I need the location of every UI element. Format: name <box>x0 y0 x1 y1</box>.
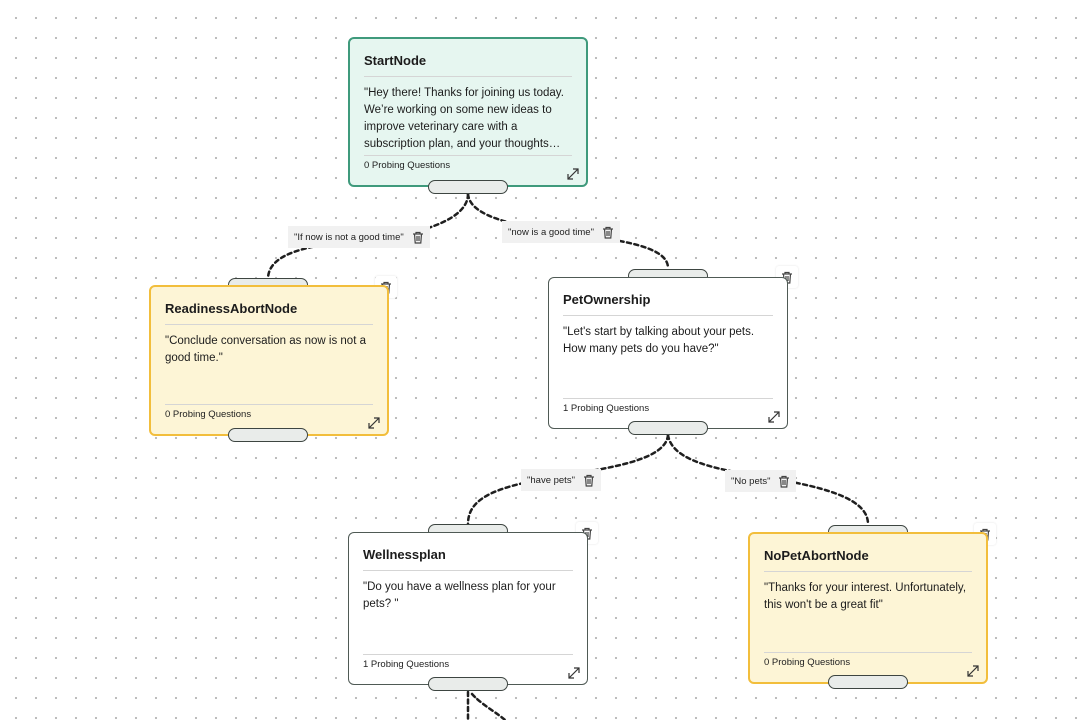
node-title: NoPetAbortNode <box>764 548 972 572</box>
expand-arrows-icon[interactable] <box>567 666 581 680</box>
node-prompt-text: "Let's start by talking about your pets.… <box>563 326 755 355</box>
edge-wellness-down-right-line <box>470 692 507 720</box>
no-pet-abort-output-handle[interactable] <box>828 675 908 689</box>
edge-label-no-pets[interactable]: "No pets" <box>725 470 797 492</box>
trash-icon <box>779 475 790 488</box>
wellness-plan-output-handle[interactable] <box>428 677 508 691</box>
pet-ownership-output-handle[interactable] <box>628 421 708 435</box>
expand-arrows-icon[interactable] <box>566 167 580 181</box>
edge-label-text: "now is a good time" <box>508 226 594 238</box>
delete-edge-button[interactable] <box>600 223 616 241</box>
node-prompt-text: "Hey there! Thanks for joining us today.… <box>364 87 564 150</box>
trash-icon <box>412 231 423 244</box>
expand-arrows-icon[interactable] <box>367 416 381 430</box>
readiness-abort-output-handle[interactable] <box>228 428 308 442</box>
delete-edge-button[interactable] <box>776 472 792 490</box>
node-title: ReadinessAbortNode <box>165 301 373 325</box>
edge-label-text: "If now is not a good time" <box>294 231 404 243</box>
node-prompt-text: "Conclude conversation as now is not a g… <box>165 335 366 364</box>
trash-icon <box>583 474 594 487</box>
node-title: Wellnessplan <box>363 547 573 571</box>
start-node[interactable]: StartNode "Hey there! Thanks for joining… <box>348 37 588 187</box>
edge-label-text: "No pets" <box>731 475 771 487</box>
probing-questions-count: 1 Probing Questions <box>363 654 573 670</box>
node-prompt-text: "Thanks for your interest. Unfortunately… <box>764 582 967 611</box>
no-pet-abort-node[interactable]: NoPetAbortNode "Thanks for your interest… <box>748 532 988 684</box>
node-title: StartNode <box>364 53 572 77</box>
expand-arrows-icon[interactable] <box>966 664 980 678</box>
delete-edge-button[interactable] <box>410 228 426 246</box>
edge-label-not-good-time[interactable]: "If now is not a good time" <box>288 226 430 248</box>
probing-questions-count: 0 Probing Questions <box>764 652 972 668</box>
expand-arrows-icon[interactable] <box>767 410 781 424</box>
start-node-output-handle[interactable] <box>428 180 508 194</box>
delete-edge-button[interactable] <box>581 471 597 489</box>
readiness-abort-node[interactable]: ReadinessAbortNode "Conclude conversatio… <box>149 285 389 436</box>
probing-questions-count: 0 Probing Questions <box>165 404 373 420</box>
node-title: PetOwnership <box>563 292 773 316</box>
edge-label-have-pets[interactable]: "have pets" <box>521 469 601 491</box>
node-prompt-text: "Do you have a wellness plan for your pe… <box>363 581 556 610</box>
probing-questions-count: 0 Probing Questions <box>364 155 572 171</box>
wellness-plan-node[interactable]: Wellnessplan "Do you have a wellness pla… <box>348 532 588 685</box>
pet-ownership-node[interactable]: PetOwnership "Let's start by talking abo… <box>548 277 788 429</box>
trash-icon <box>602 226 613 239</box>
probing-questions-count: 1 Probing Questions <box>563 398 773 414</box>
edge-label-good-time[interactable]: "now is a good time" <box>502 221 620 243</box>
edge-label-text: "have pets" <box>527 474 575 486</box>
